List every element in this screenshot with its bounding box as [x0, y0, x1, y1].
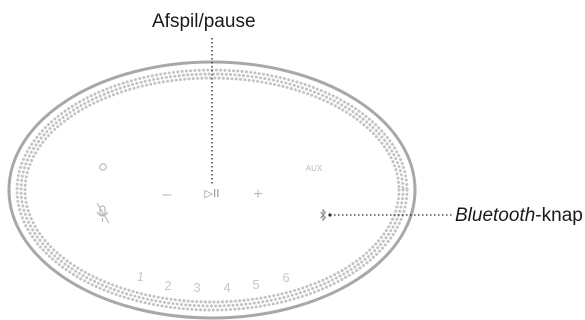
preset-2-button[interactable]: 2	[164, 278, 171, 293]
leader-dot-bluetooth	[328, 213, 332, 217]
bluetooth-callout-label: Bluetooth-knap	[455, 206, 583, 225]
preset-6-button[interactable]: 6	[282, 270, 289, 285]
power-icon[interactable]	[99, 163, 107, 171]
bluetooth-callout-italic: Bluetooth	[455, 205, 536, 226]
bluetooth-callout-suffix: -knap	[535, 205, 583, 226]
play-pause-callout-label: Afspil/pause	[152, 11, 256, 32]
bluetooth-icon[interactable]	[320, 209, 327, 221]
preset-4-button[interactable]: 4	[223, 280, 230, 295]
aux-button[interactable]: AUX	[306, 164, 323, 173]
play-pause-button[interactable]: ▷II	[205, 187, 220, 200]
preset-3-button[interactable]: 3	[193, 280, 200, 295]
volume-up-button[interactable]: +	[253, 186, 262, 203]
preset-5-button[interactable]: 5	[252, 277, 259, 292]
preset-1-button[interactable]: 1	[136, 269, 145, 285]
mic-off-icon[interactable]	[96, 202, 110, 224]
volume-down-button[interactable]: –	[163, 186, 172, 203]
